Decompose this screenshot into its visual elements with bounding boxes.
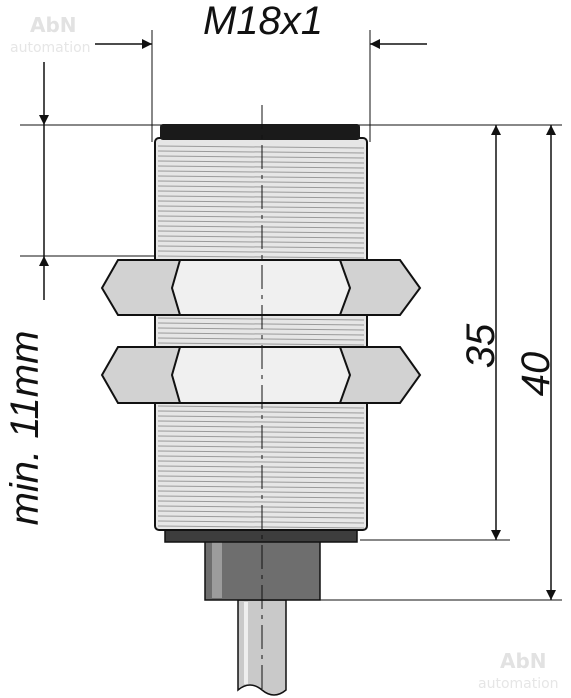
thread-line xyxy=(157,495,365,499)
watermark-sub-top: automation xyxy=(10,40,91,56)
thread-line xyxy=(157,165,365,169)
thread-line xyxy=(157,485,365,489)
thread-line xyxy=(157,450,365,454)
thread-line xyxy=(157,200,365,204)
thread-line xyxy=(157,150,365,154)
thread-line xyxy=(157,505,365,509)
dim-40-label: 40 xyxy=(514,352,558,397)
thread-line xyxy=(157,240,365,244)
thread-line xyxy=(157,525,365,529)
lower-nut xyxy=(100,346,422,404)
thread-line xyxy=(157,415,365,419)
thread-line xyxy=(157,225,365,229)
thread-line xyxy=(157,155,365,159)
thread-size-label: M18x1 xyxy=(203,0,323,43)
thread-line xyxy=(157,317,365,321)
thread-line xyxy=(157,405,365,409)
thread-line xyxy=(157,435,365,439)
thread-line xyxy=(157,445,365,449)
watermark-top-left: AbN automation xyxy=(10,13,91,56)
thread-line xyxy=(157,175,365,179)
thread-line xyxy=(157,490,365,494)
thread-line xyxy=(157,420,365,424)
thread-line xyxy=(157,332,365,336)
thread-line xyxy=(157,215,365,219)
thread-line xyxy=(157,470,365,474)
thread-line xyxy=(157,327,365,331)
thread-line xyxy=(157,145,365,149)
thread-line xyxy=(157,515,365,519)
thread-line xyxy=(157,210,365,214)
watermark-bottom-right: AbN automation xyxy=(478,649,559,692)
thread-line xyxy=(157,245,365,249)
thread-line xyxy=(157,322,365,326)
sensor-face-cap xyxy=(160,124,360,140)
thread-line xyxy=(157,190,365,194)
thread-line xyxy=(157,185,365,189)
thread-line xyxy=(157,160,365,164)
thread-line xyxy=(157,220,365,224)
watermark-sub-bottom: automation xyxy=(478,676,559,692)
connector-housing xyxy=(164,527,358,601)
thread-line xyxy=(157,337,365,341)
thread-line xyxy=(157,500,365,504)
thread-line xyxy=(157,430,365,434)
thread-line xyxy=(157,425,365,429)
thread-line xyxy=(157,195,365,199)
watermark-brand-bottom: AbN xyxy=(500,649,547,673)
thread-line xyxy=(157,230,365,234)
thread-line xyxy=(157,342,365,346)
thread-line xyxy=(157,255,365,259)
thread-line xyxy=(157,465,365,469)
thread-line xyxy=(157,235,365,239)
thread-line xyxy=(157,455,365,459)
thread-line xyxy=(157,170,365,174)
dim-35-label: 35 xyxy=(459,323,503,368)
thread-line xyxy=(157,410,365,414)
thread-line xyxy=(157,180,365,184)
sensor-body xyxy=(154,124,368,531)
watermark-brand-top: AbN xyxy=(30,13,77,37)
thread-line xyxy=(157,250,365,254)
thread-line xyxy=(157,480,365,484)
thread-line xyxy=(157,460,365,464)
upper-nut xyxy=(100,259,422,316)
thread-line xyxy=(157,475,365,479)
thread-line xyxy=(157,520,365,524)
thread-line xyxy=(157,440,365,444)
thread-line xyxy=(157,205,365,209)
min-length-label: min. 11mm xyxy=(3,331,47,526)
thread-line xyxy=(157,510,365,514)
